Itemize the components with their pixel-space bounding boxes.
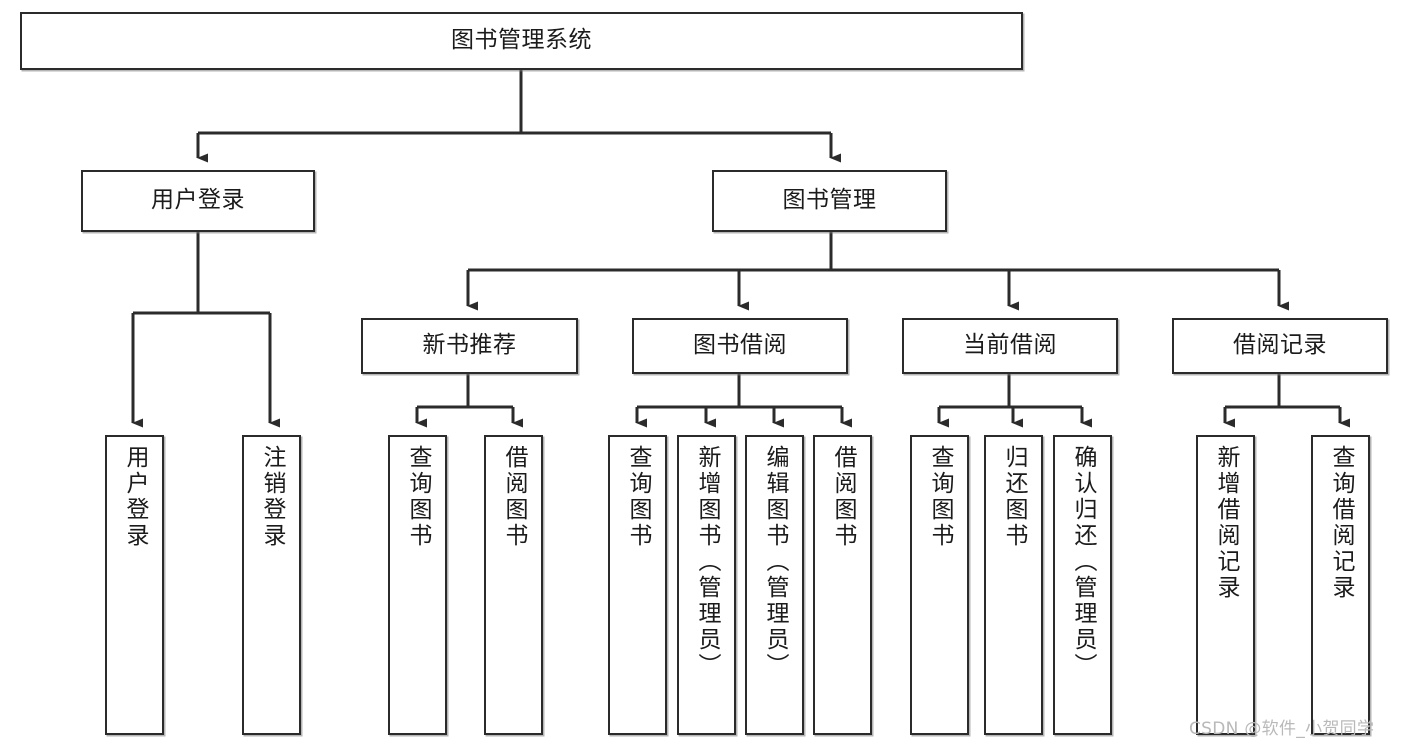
node-label: 新增借阅记录 <box>1213 445 1239 601</box>
node-leaf-query-borrow-record[interactable]: 查询借阅记录 <box>1311 435 1370 735</box>
node-leaf-query-book-borrow[interactable]: 查询图书 <box>608 435 667 735</box>
node-current-borrow[interactable]: 当前借阅 <box>902 318 1118 374</box>
node-label: 归还图书 <box>1001 445 1027 549</box>
node-label: 图书管理系统 <box>451 27 592 54</box>
node-label: 用户登录 <box>151 187 245 214</box>
node-book-borrow[interactable]: 图书借阅 <box>632 318 848 374</box>
node-leaf-query-book-recommend[interactable]: 查询图书 <box>388 435 447 735</box>
node-label: 用户登录 <box>122 445 148 549</box>
node-label: 确认归还（管理员） <box>1070 445 1096 679</box>
node-leaf-borrow-book-recommend[interactable]: 借阅图书 <box>484 435 543 735</box>
node-label: 查询借阅记录 <box>1328 445 1354 601</box>
node-label: 当前借阅 <box>963 332 1057 359</box>
csdn-watermark: CSDN @软件_小贺同学 <box>1189 719 1375 739</box>
node-user-login[interactable]: 用户登录 <box>81 170 315 232</box>
node-label: 借阅图书 <box>501 445 527 549</box>
node-leaf-logout-login[interactable]: 注销登录 <box>242 435 301 735</box>
node-label: 编辑图书（管理员） <box>762 445 788 679</box>
node-label: 查询图书 <box>625 445 651 549</box>
node-label: 查询图书 <box>927 445 953 549</box>
node-root-system[interactable]: 图书管理系统 <box>20 12 1023 70</box>
node-leaf-add-book-admin[interactable]: 新增图书（管理员） <box>677 435 736 735</box>
node-label: 新书推荐 <box>422 332 517 359</box>
node-leaf-return-book[interactable]: 归还图书 <box>984 435 1043 735</box>
node-label: 注销登录 <box>259 445 285 549</box>
node-leaf-add-borrow-record[interactable]: 新增借阅记录 <box>1196 435 1255 735</box>
node-new-book-recommend[interactable]: 新书推荐 <box>361 318 578 374</box>
node-leaf-confirm-return-admin[interactable]: 确认归还（管理员） <box>1053 435 1112 735</box>
node-leaf-edit-book-admin[interactable]: 编辑图书（管理员） <box>745 435 804 735</box>
node-label: 查询图书 <box>405 445 431 549</box>
node-label: 借阅图书 <box>830 445 856 549</box>
node-book-management[interactable]: 图书管理 <box>712 170 947 232</box>
node-label: 图书借阅 <box>693 332 787 359</box>
node-leaf-query-book-current[interactable]: 查询图书 <box>910 435 969 735</box>
node-label: 新增图书（管理员） <box>694 445 720 679</box>
node-label: 图书管理 <box>782 187 877 214</box>
node-leaf-borrow-book[interactable]: 借阅图书 <box>813 435 872 735</box>
node-borrow-record[interactable]: 借阅记录 <box>1172 318 1388 374</box>
node-label: 借阅记录 <box>1233 332 1327 359</box>
node-leaf-user-login[interactable]: 用户登录 <box>105 435 164 735</box>
